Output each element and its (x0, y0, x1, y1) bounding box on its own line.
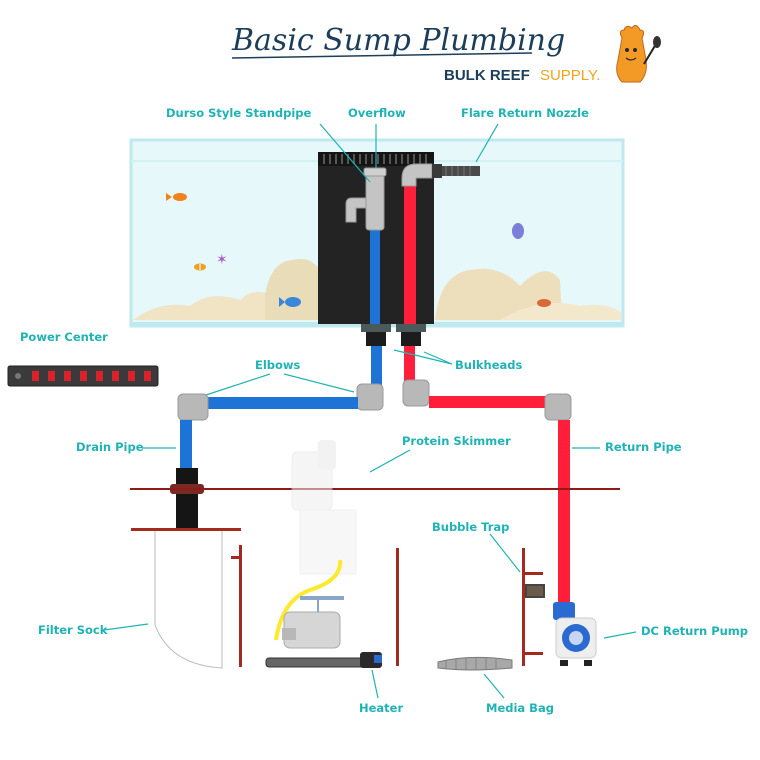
label-media-bag: Media Bag (486, 701, 554, 715)
starfish-icon: ✶ (216, 252, 228, 268)
durso-standpipe (345, 167, 387, 325)
sand-bed-right (500, 303, 621, 320)
label-durso-standpipe: Durso Style Standpipe (166, 106, 312, 120)
brand-primary: BULK REEF (444, 67, 530, 84)
label-bubble-trap: Bubble Trap (432, 520, 509, 534)
return-line-overflow (401, 163, 480, 326)
bubble-trap (525, 584, 545, 598)
elbow-right (356, 383, 384, 411)
label-protein-skimmer: Protein Skimmer (402, 434, 511, 448)
filter-sock (154, 531, 223, 669)
skimmer-pump (282, 596, 344, 649)
skimmer-air-line (274, 559, 343, 641)
title-underline (231, 52, 533, 59)
label-return-pipe: Return Pipe (605, 440, 682, 454)
label-flare-return-nozzle: Flare Return Nozzle (461, 106, 589, 120)
return-plumbing (402, 346, 572, 602)
clown-fish-icon (194, 263, 206, 271)
brand-logo-text: BULK REEF SUPPLY. (444, 65, 600, 84)
label-bulkheads: Bulkheads (455, 358, 523, 372)
flare-return-nozzle-icon (432, 164, 480, 178)
diagram-title: Basic Sump Plumbing (231, 23, 565, 58)
power-center (7, 365, 159, 387)
sand-bed (133, 291, 275, 320)
label-dc-return-pump: DC Return Pump (641, 624, 748, 638)
blue-fish-icon (279, 297, 301, 307)
drain-plumbing (170, 346, 384, 528)
rock-left (265, 259, 318, 320)
protein-skimmer (291, 440, 357, 575)
label-elbows: Elbows (255, 358, 301, 372)
brand-secondary: SUPPLY. (540, 67, 600, 84)
orange-fish-icon (166, 193, 187, 201)
label-drain-pipe: Drain Pipe (76, 440, 144, 454)
media-bag-icon (437, 656, 513, 671)
purple-tang-icon (512, 223, 524, 239)
drain-bulkhead (176, 468, 198, 528)
heater (265, 652, 382, 668)
elbow-left (177, 393, 209, 421)
bulkheads (361, 324, 426, 346)
label-heater: Heater (359, 701, 403, 715)
mascot-icon (616, 24, 661, 83)
stand-shelf (130, 488, 620, 490)
label-filter-sock: Filter Sock (38, 623, 108, 637)
dc-return-pump (553, 602, 597, 666)
label-power-center: Power Center (20, 330, 108, 344)
orange-coral-icon (537, 299, 551, 307)
label-overflow: Overflow (348, 106, 406, 120)
sump (131, 528, 543, 667)
leader-lines (103, 123, 637, 699)
